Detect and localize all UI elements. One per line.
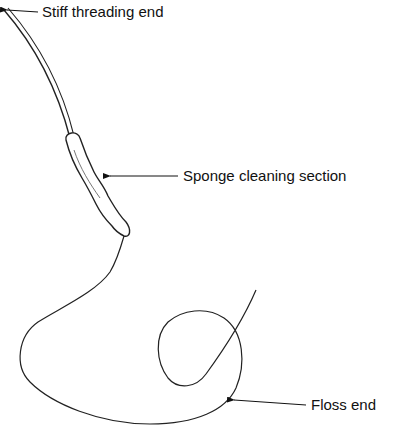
leader-line (234, 400, 306, 405)
threading-end (4, 10, 70, 138)
part-label: Stiff threading end (40, 3, 165, 21)
leader-line (110, 176, 178, 177)
part-label: Sponge cleaning section (181, 167, 348, 185)
part-label: Floss end (309, 396, 378, 414)
leader-line (7, 10, 38, 12)
sponge-texture (74, 150, 100, 198)
sponge-section (66, 133, 130, 236)
threading-end (8, 8, 74, 136)
floss-strand (20, 236, 256, 424)
